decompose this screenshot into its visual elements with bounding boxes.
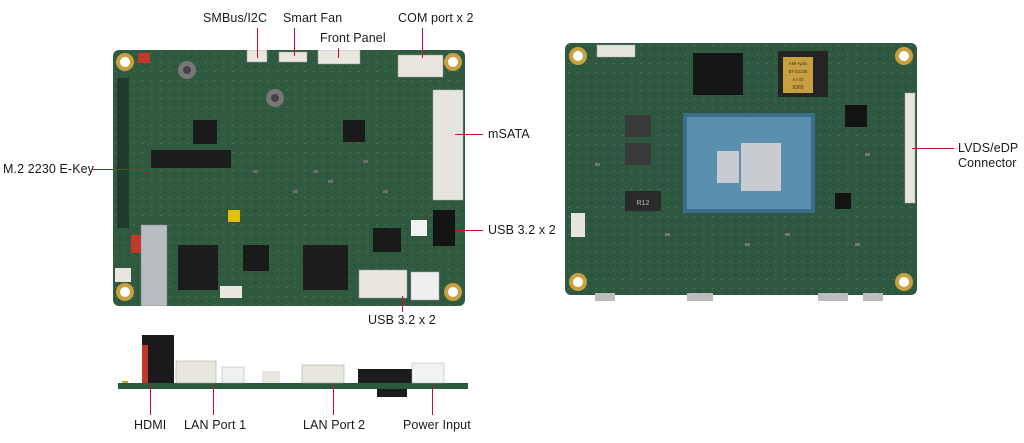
- leader-lan1: [213, 385, 214, 415]
- label-m2: M.2 2230 E-Key: [3, 162, 95, 176]
- leader-m2: [92, 169, 150, 170]
- label-smart-fan: Smart Fan: [283, 11, 343, 25]
- leader-usb-bottom: [402, 296, 403, 312]
- bios-chip-line3: AA 03: [792, 77, 804, 82]
- board-side-view: [112, 325, 468, 400]
- label-lan1: LAN Port 1: [184, 418, 247, 432]
- label-lvds: LVDS/eDP Connector: [958, 141, 1019, 170]
- leader-lan2: [333, 385, 334, 415]
- bios-chip-line1: AMI-Aptio: [789, 61, 808, 66]
- leader-front-panel: [338, 48, 339, 58]
- leader-smart-fan: [294, 28, 295, 56]
- board-bottom-view-image: AMI-Aptio BT-D2335 AA 03 9369 R12: [565, 43, 917, 301]
- leader-power: [432, 385, 433, 415]
- leader-msata: [455, 134, 483, 135]
- leader-smbus: [257, 28, 258, 58]
- board-bottom-view: AMI-Aptio BT-D2335 AA 03 9369 R12: [565, 43, 917, 301]
- board-top-view-image: [113, 50, 465, 306]
- label-front-panel: Front Panel: [320, 31, 386, 45]
- board-side-view-image: [118, 335, 468, 397]
- board-top-view: [113, 50, 465, 306]
- label-com-port: COM port x 2: [398, 11, 474, 25]
- leader-com-port: [422, 28, 423, 58]
- inductor-r12-label: R12: [637, 200, 650, 207]
- label-power: Power Input: [403, 418, 471, 432]
- bios-chip-line2: BT-D2335: [789, 69, 809, 74]
- bios-chip-line4: 9369: [792, 85, 803, 91]
- label-lan2: LAN Port 2: [303, 418, 366, 432]
- label-msata: mSATA: [488, 127, 530, 141]
- leader-usb-top: [455, 230, 483, 231]
- label-usb-top: USB 3.2 x 2: [488, 223, 556, 237]
- leader-lvds: [912, 148, 954, 149]
- leader-hdmi: [150, 385, 151, 415]
- label-hdmi: HDMI: [134, 418, 167, 432]
- label-usb-bottom: USB 3.2 x 2: [368, 313, 436, 327]
- label-smbus: SMBus/I2C: [203, 11, 268, 25]
